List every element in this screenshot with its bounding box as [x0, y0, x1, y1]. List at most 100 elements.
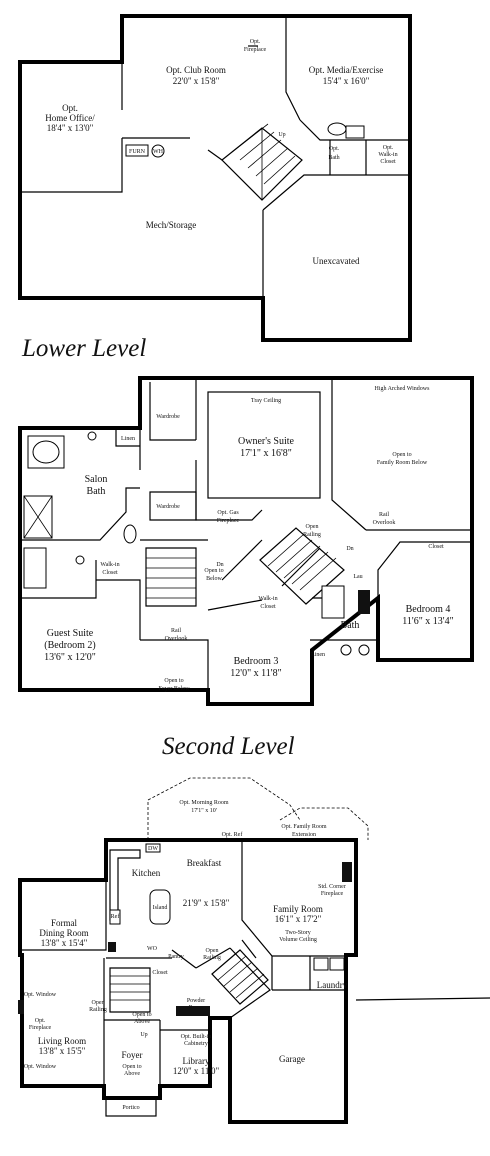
lower-media-name: Opt. Media/Exercise: [309, 65, 383, 75]
living-room-dim: 13'8" x 15'5": [39, 1046, 86, 1056]
library-dim: 12'0" x 11'0": [173, 1066, 220, 1076]
powder-a: Powder: [187, 998, 205, 1004]
open-family-b: Family Room Below: [377, 460, 428, 466]
bedroom4-dim: 11'6" x 13'4": [402, 616, 453, 627]
unexcavated-label: Unexcavated: [313, 256, 360, 266]
portico-label: Portico: [122, 1105, 139, 1111]
second-level-title: Second Level: [162, 733, 295, 760]
main-stair: [211, 949, 269, 1005]
open-family-a: Open to: [392, 452, 411, 458]
main-side-stair: [109, 967, 151, 1013]
builtin-b: Cabinetry: [184, 1041, 208, 1047]
guest-suite-dim: 13'6" x 12'0": [44, 652, 96, 663]
kitchen-dim: 21'9" x 15'8": [183, 898, 230, 908]
furnace-icon: [125, 144, 149, 157]
bath-dark-fixture: [358, 590, 370, 614]
lower-office-wall: [20, 62, 123, 193]
family-room-name: Family Room: [273, 904, 323, 914]
tray-ceiling-outline: [207, 391, 321, 499]
family-ext-a: Opt. Family Room: [281, 824, 327, 830]
bedroom4-closet: Closet: [428, 544, 444, 550]
dining-room-dim: 13'8" x 15'4": [41, 938, 88, 948]
owners-suite-name: Owner's Suite: [238, 436, 295, 447]
living-fireplace-a: Opt.: [35, 1018, 46, 1024]
opt-ref-label: Opt. Ref: [222, 831, 243, 838]
main-open-railing-a: Open: [206, 948, 219, 954]
breakfast-label: Breakfast: [187, 858, 222, 868]
high-arched-windows: High Arched Windows: [375, 386, 431, 392]
lower-club-room-dim: 22'0" x 15'8": [173, 76, 220, 86]
corner-fireplace-a: Std. Corner: [318, 884, 346, 890]
dining-column-icon: [108, 942, 116, 952]
mech-storage-label: Mech/Storage: [146, 220, 196, 230]
bedroom4-walls: [377, 541, 472, 598]
family-room-walls: [241, 840, 356, 959]
bedroom4-name: Bedroom 4: [406, 604, 451, 615]
wardrobe-bottom: Wardrobe: [156, 504, 180, 510]
lower-media-wall: [299, 119, 410, 175]
library-label: Library: [183, 1056, 210, 1066]
wardrobe-top: Wardrobe: [156, 414, 180, 420]
pantry-label: Pantry: [168, 954, 184, 960]
lower-office-name: Home Office/: [45, 113, 95, 123]
rail-overlook-right-b: Overlook: [373, 520, 396, 526]
lower-fireplace-opt: Opt.: [250, 39, 261, 45]
main-level-walls: [18, 838, 358, 1124]
gas-fireplace-b: Fireplace: [217, 518, 240, 524]
morning-room-a: Opt. Morning Room: [179, 800, 229, 806]
stair-dn-right: Dn: [346, 546, 353, 552]
dining-room-a: Formal: [51, 918, 77, 928]
lower-bath-opt: Opt.: [329, 146, 340, 152]
salon-sink-icon: [87, 431, 97, 441]
portico-outline: [105, 1097, 157, 1117]
open-railing-a: Open: [306, 524, 319, 530]
optional-morning-room-outline: [147, 777, 369, 840]
dining-walls: [22, 880, 107, 951]
lower-office-opt: Opt.: [62, 103, 78, 113]
furnace-label: FURN: [129, 149, 146, 155]
owners-suite-walls: [195, 378, 367, 531]
guest-walkin-a: Walk-in: [100, 562, 119, 568]
foyer-below-a: Open to: [164, 678, 183, 684]
family-ext-b: Extension: [292, 832, 316, 838]
lower-club-room-name: Opt. Club Room: [166, 65, 226, 75]
open-below-a: Open to: [204, 568, 223, 574]
main-open-railing-b: Railing: [203, 955, 221, 961]
guest-suite-walls: [20, 560, 209, 690]
foyer-label: Foyer: [122, 1050, 143, 1060]
hall-walls: [140, 539, 263, 611]
living-fireplace-icon: [18, 1000, 24, 1014]
open-below-b: Below: [206, 576, 222, 582]
laundry-chute-label: Lau: [353, 574, 362, 580]
bath-sink1-icon: [340, 644, 352, 656]
powder-b: Room: [189, 1005, 204, 1011]
tray-ceiling-label: Tray Ceiling: [251, 398, 281, 404]
water-heater-icon: [151, 144, 165, 158]
second-stair: [259, 527, 345, 605]
gas-fireplace-a: Opt. Gas: [217, 510, 239, 516]
guest-suite-name: Guest Suite: [47, 628, 94, 639]
main-stair-up: Up: [140, 1032, 147, 1038]
kitchen-island-icon: [149, 889, 171, 925]
lower-club-bottom-wall: [122, 137, 223, 161]
dining-room-b: Dining Room: [39, 928, 88, 938]
bedroom3-dim: 12'0" x 11'8": [230, 668, 281, 679]
lower-vanity-icon: [345, 125, 365, 139]
salon-tub-basin-icon: [32, 440, 60, 464]
hall-walls-main: [106, 947, 271, 1019]
foyer-open-a: Open to: [122, 1064, 141, 1070]
builtin-a: Opt. Built-in: [181, 1034, 212, 1040]
foyer-open-b: Above: [124, 1071, 140, 1077]
living-window-bottom: Opt. Window: [24, 1064, 57, 1070]
bath-tub-icon: [321, 585, 345, 619]
guest-sink-icon: [75, 555, 85, 565]
living-fireplace-b: Fireplace: [29, 1025, 52, 1031]
second-level-plan: Tray Ceiling Owner's Suite 17'1" x 16'8"…: [18, 376, 474, 760]
foyer-below-b: Foyer Below: [158, 686, 190, 692]
corner-fireplace-icon: [342, 862, 352, 882]
lower-walkin-closet: Closet: [380, 159, 396, 165]
main-closet-label: Closet: [152, 970, 168, 976]
living-window-top: Opt. Window: [24, 992, 57, 998]
laundry-walls: [271, 956, 346, 991]
